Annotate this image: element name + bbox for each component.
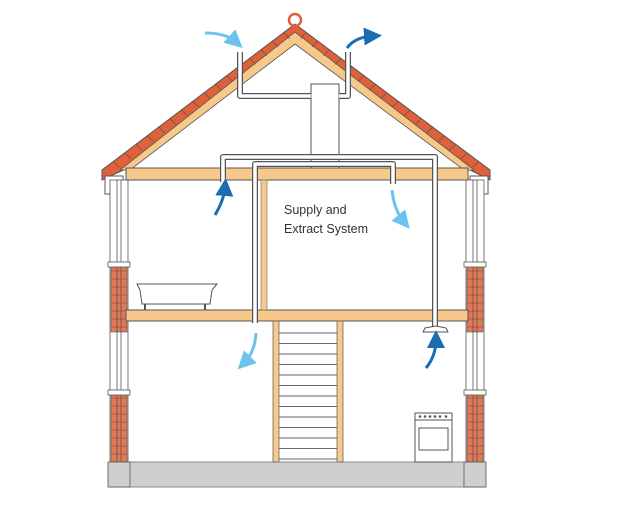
roof-tile <box>311 40 319 48</box>
brickwork <box>110 264 128 333</box>
roof-tile <box>323 49 330 57</box>
wall-right <box>463 179 487 488</box>
roof-tile <box>449 143 456 151</box>
roof-tile <box>249 58 256 65</box>
roof-tile <box>158 126 166 134</box>
foundation <box>107 461 131 488</box>
label-line-1: Supply and <box>284 203 347 217</box>
stale-air-out-arrow <box>345 27 382 49</box>
roof-tile <box>124 152 131 160</box>
label-line-2: Extract System <box>284 222 369 236</box>
brickwork <box>466 264 484 333</box>
brickwork <box>466 391 484 463</box>
roof-tile <box>437 135 445 142</box>
extract-arrow-lower <box>424 330 445 369</box>
window-sill <box>107 389 131 396</box>
supply-arrow-upper <box>390 189 410 229</box>
window-sill <box>107 261 131 268</box>
roof-tile <box>192 101 200 108</box>
brickwork <box>110 391 128 463</box>
roof-tile <box>203 92 211 99</box>
foundation <box>463 461 487 488</box>
extract-diffuser <box>422 325 449 333</box>
stair-stringer <box>336 320 344 463</box>
roof-tile <box>272 40 279 48</box>
fresh-air-in-arrow <box>204 29 243 49</box>
system-label: Supply and Extract System <box>284 201 368 239</box>
wall-left <box>107 179 131 488</box>
airflow-arrows <box>204 27 445 370</box>
stair-stringer <box>272 320 280 463</box>
roof-tile <box>472 161 479 168</box>
roof-tile <box>181 109 188 117</box>
roof-tile <box>460 152 468 160</box>
window-sill <box>463 389 487 396</box>
supply-arrow-lower <box>237 332 258 370</box>
ducts <box>220 52 449 333</box>
roof-tile <box>113 161 120 168</box>
roof-tile <box>334 58 342 65</box>
partition-post <box>260 179 268 311</box>
roof-tile <box>226 75 234 82</box>
staircase <box>272 320 344 463</box>
cooker <box>414 412 453 463</box>
roof-tile <box>391 101 399 108</box>
roof-tile <box>357 75 365 82</box>
roof-tile <box>135 143 143 151</box>
roof-tile <box>260 49 268 57</box>
roof-tile <box>283 32 290 39</box>
roof-tile <box>403 109 410 117</box>
extract-arrow-upper <box>213 178 234 216</box>
supply-duct <box>252 161 396 323</box>
window-sill <box>463 261 487 268</box>
ceiling-joist <box>125 167 469 181</box>
roof-tile <box>380 92 388 99</box>
roof-tile <box>147 135 154 142</box>
roof-tile <box>414 118 422 125</box>
bathtub <box>136 283 219 310</box>
roof-tile <box>369 83 376 91</box>
roof-tile <box>169 118 177 125</box>
roof-tile <box>215 83 222 91</box>
ridge-ring <box>287 12 303 28</box>
floor-joist <box>125 309 469 322</box>
roof-tile <box>300 32 307 39</box>
roof-tile <box>426 126 433 134</box>
ground-slab <box>109 461 485 488</box>
